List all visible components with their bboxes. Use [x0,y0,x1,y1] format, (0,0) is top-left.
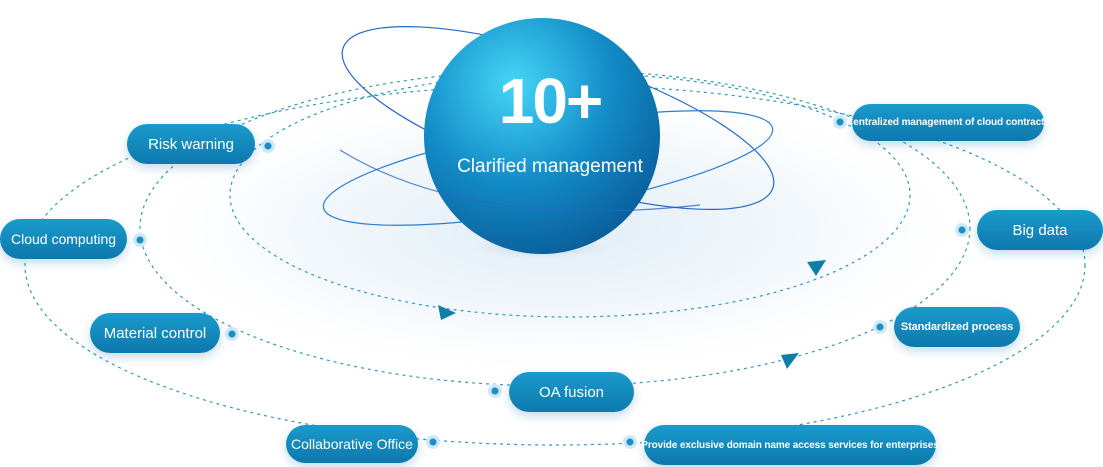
node-dot [261,139,275,153]
label-cloud-computing: Cloud computing [0,219,127,259]
node-dot [133,233,147,247]
label-risk-warning: Risk warning [127,124,255,164]
center-sphere [424,18,660,254]
outer-orbit [24,84,1086,446]
node-dot [225,327,239,341]
ring-front [339,149,701,212]
center-caption: Clarified management [457,156,643,177]
label-big-data: Big data [977,210,1103,250]
label-cloud-contracts: Centralized management of cloud contract… [846,104,1050,141]
center-number: 10+ [498,65,604,137]
orbit-arrow [438,305,456,320]
node-dot [873,320,887,334]
label-standardized-process: Standardized process [894,307,1020,347]
label-material-control: Material control [90,313,220,353]
node-dot [488,384,502,398]
orbit-arrow [807,260,826,276]
node-dot [426,435,440,449]
label-exclusive-domain: Provide exclusive domain name access ser… [641,425,939,465]
orbit-arrow [781,353,799,369]
node-dot [623,435,637,449]
label-oa-fusion: OA fusion [509,372,634,412]
node-dot [955,223,969,237]
label-collaborative-office: Collaborative Office [286,425,418,463]
middle-orbit [139,69,971,387]
node-dot [833,115,847,129]
